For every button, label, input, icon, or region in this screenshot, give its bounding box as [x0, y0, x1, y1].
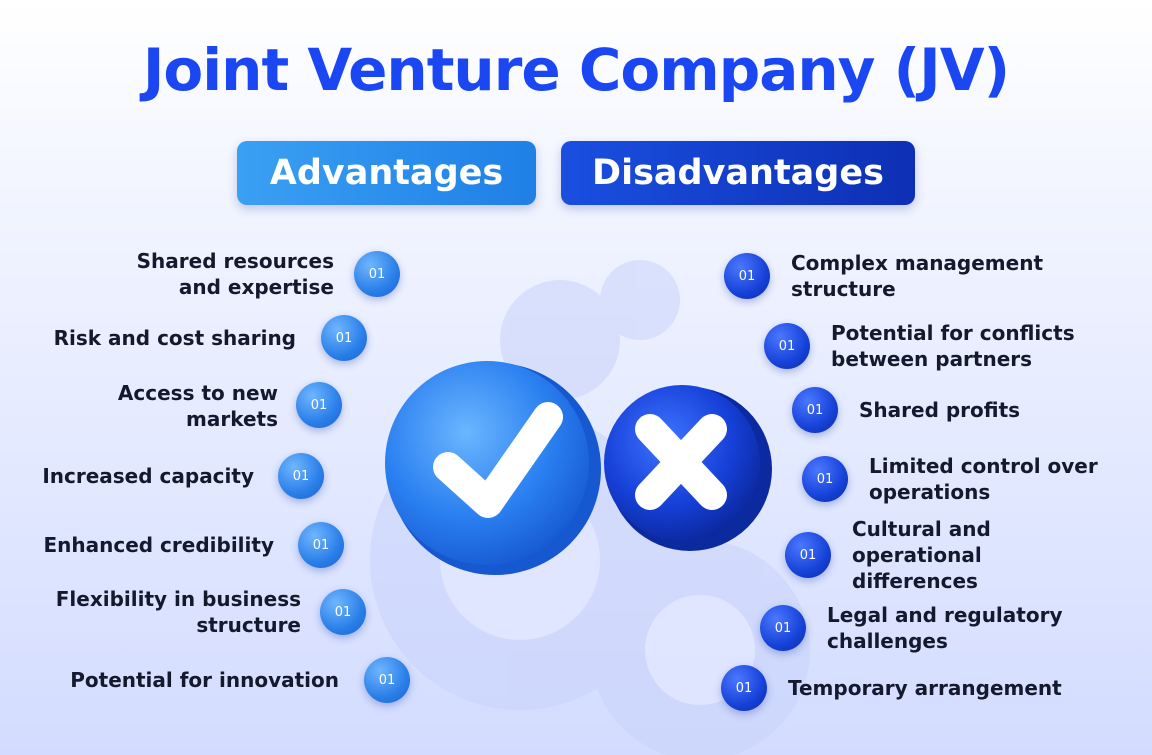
advantage-label: Access to new markets — [117, 381, 278, 431]
disadvantage-number-badge: 01 — [721, 665, 767, 711]
disadvantage-label: Potential for conflicts between partners — [831, 321, 1075, 371]
advantage-number-badge: 01 — [354, 251, 400, 297]
advantage-number-badge: 01 — [321, 315, 367, 361]
disadvantage-label: Shared profits — [859, 398, 1021, 422]
advantage-label: Enhanced credibility — [43, 533, 274, 557]
disadvantage-label: Legal and regulatory challenges — [827, 603, 1063, 653]
hero-illustration — [385, 361, 772, 575]
advantage-number-badge: 01 — [298, 522, 344, 568]
advantage-label: Increased capacity — [42, 464, 254, 488]
advantage-label: Flexibility in business structure — [55, 587, 301, 637]
advantage-number-badge: 01 — [364, 657, 410, 703]
disadvantage-number-badge: 01 — [764, 323, 810, 369]
advantage-label: Potential for innovation — [70, 668, 339, 692]
advantage-number-badge: 01 — [296, 382, 342, 428]
tab-advantages: Advantages — [237, 141, 536, 205]
advantage-number-badge: 01 — [320, 589, 366, 635]
check-mark-icon — [385, 361, 601, 575]
advantage-label: Shared resources and expertise — [136, 249, 334, 299]
disadvantage-label: Complex management structure — [791, 251, 1044, 301]
disadvantage-label: Limited control over operations — [869, 454, 1098, 504]
disadvantage-number-badge: 01 — [760, 605, 806, 651]
disadvantage-number-badge: 01 — [724, 253, 770, 299]
disadvantage-number-badge: 01 — [792, 387, 838, 433]
advantage-label: Risk and cost sharing — [53, 326, 296, 350]
cross-mark-icon — [604, 385, 772, 551]
advantage-number-badge: 01 — [278, 453, 324, 499]
disadvantage-label: Cultural and operational differences — [852, 517, 991, 593]
tab-disadvantages: Disadvantages — [561, 141, 915, 205]
disadvantage-number-badge: 01 — [785, 532, 831, 578]
page-title: Joint Venture Company (JV) — [142, 36, 1010, 104]
disadvantage-label: Temporary arrangement — [788, 676, 1062, 700]
disadvantage-number-badge: 01 — [802, 456, 848, 502]
